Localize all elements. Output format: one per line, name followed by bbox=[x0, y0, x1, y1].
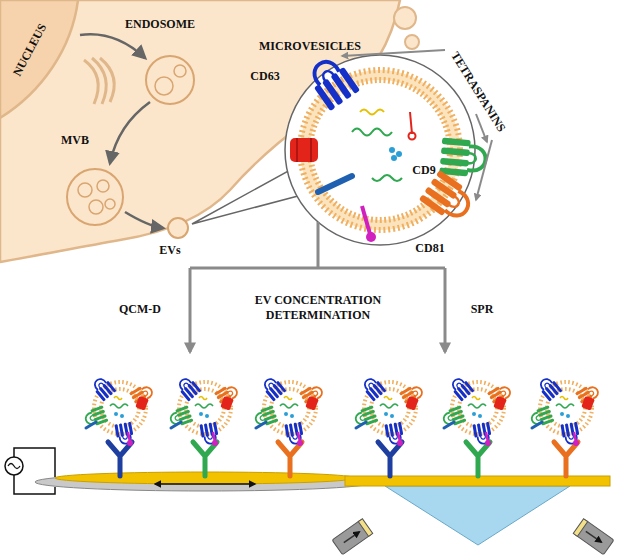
method-label: SPR bbox=[471, 302, 494, 317]
method-label: QCM-D bbox=[119, 302, 161, 317]
organelle-label: NUCLEUS bbox=[10, 21, 50, 79]
protein-label: CD81 bbox=[415, 241, 444, 256]
group-label: TETRASPANINS bbox=[447, 49, 508, 135]
vesicle-label: EVs bbox=[159, 243, 180, 258]
protein-label: CD9 bbox=[412, 163, 435, 178]
step-label: EV CONCENTRATION DETERMINATION bbox=[248, 293, 388, 323]
organelle-label: ENDOSOME bbox=[125, 17, 195, 32]
protein-label: CD63 bbox=[250, 69, 279, 84]
organelle-label: MVB bbox=[61, 133, 89, 148]
organelle-label: MICROVESICLES bbox=[259, 39, 361, 54]
